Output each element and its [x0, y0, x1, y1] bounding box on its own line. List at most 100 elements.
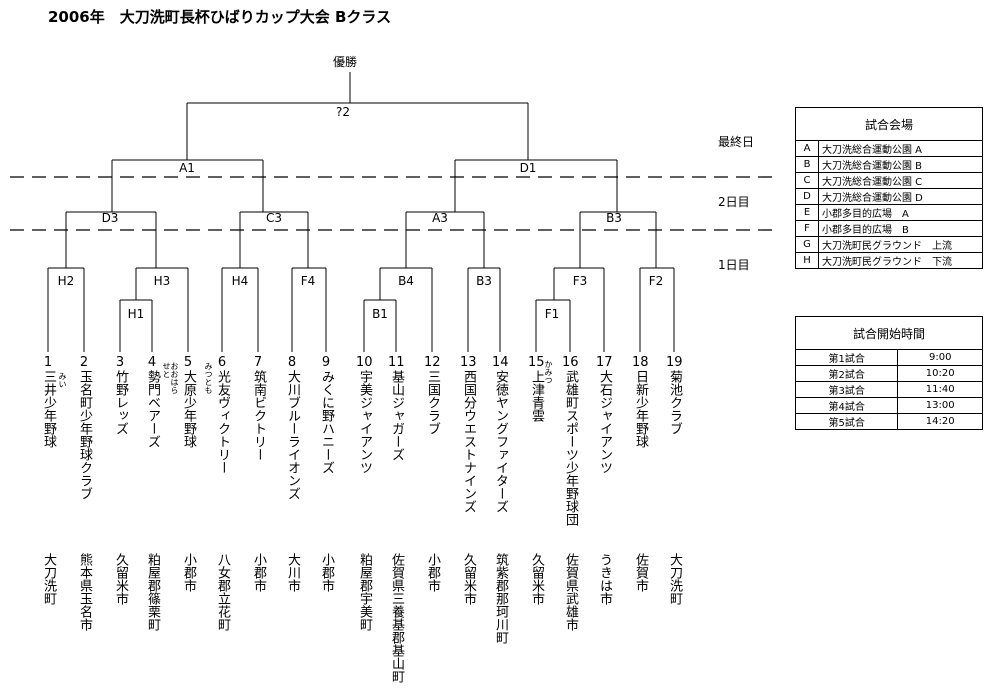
match-label-d3: D3 [102, 211, 119, 225]
team-city: 佐賀県三養基郡基山町 [389, 553, 404, 683]
team-city: 熊本県玉名市 [77, 553, 92, 631]
match-label-b3-first: B3 [476, 274, 492, 288]
team-furigana: おおはら [170, 362, 179, 394]
team-city: 粕屋郡篠栗町 [145, 553, 160, 631]
team-furigana: せと [162, 362, 171, 378]
venue-name: 小郡多目的広場 A [818, 204, 983, 221]
venue-name: 大刀洗総合運動公園 B [818, 156, 983, 173]
team-number: 1 [43, 355, 53, 370]
team-city: 佐賀県武雄市 [563, 553, 578, 631]
venue-code: F [795, 220, 819, 237]
venue-name: 大刀洗町民グラウンド 下流 [818, 252, 983, 269]
team-name: 三井少年野球 [41, 370, 56, 448]
venue-name: 大刀洗町民グラウンド 上流 [818, 236, 983, 253]
game-label: 第4試合 [794, 397, 899, 414]
team-number: 4 [147, 355, 157, 370]
match-label-f1: F1 [545, 307, 560, 321]
page-title: 2006年 大刀洗町長杯ひばりカップ大会 Bクラス [48, 8, 392, 26]
game-label: 第3試合 [794, 381, 899, 398]
team-number: 6 [217, 355, 227, 370]
team-number: 3 [115, 355, 125, 370]
venue-code: A [795, 140, 819, 157]
team-city: うきは市 [597, 553, 612, 605]
team-city: 久留米市 [529, 553, 544, 605]
team-name: 勢門ベアーズ [145, 370, 160, 448]
venue-code: D [795, 188, 819, 205]
team-number: 8 [287, 355, 297, 370]
team-name: 光友ヴィクトリー [215, 370, 230, 474]
team-name: 宇美ジャイアンツ [357, 370, 372, 474]
team-number: 14 [492, 355, 509, 370]
match-label-a3: A3 [432, 211, 448, 225]
team-city: 小郡市 [319, 553, 334, 592]
team-city: 粕屋郡宇美町 [357, 553, 372, 631]
match-label-f4: F4 [301, 274, 316, 288]
team-city: 筑紫郡那珂川町 [493, 553, 508, 644]
team-city: 大川市 [285, 553, 300, 592]
team-name: 菊池クラブ [667, 370, 682, 435]
team-city: 小郡市 [181, 553, 196, 592]
team-name: 基山ジャガーズ [389, 370, 404, 461]
team-name: 安徳ヤングファイターズ [493, 370, 508, 513]
team-number: 16 [562, 355, 579, 370]
venue-name: 大刀洗総合運動公園 D [818, 188, 983, 205]
match-label-h4: H4 [232, 274, 249, 288]
team-furigana: みい [58, 372, 67, 388]
team-name: 上津青雲 [529, 370, 544, 422]
start-time-table-title: 試合開始時間 [795, 316, 983, 350]
team-number: 13 [460, 355, 477, 370]
team-number: 10 [356, 355, 373, 370]
venue-code: G [795, 236, 819, 253]
match-label-h1: H1 [128, 307, 145, 321]
team-name: 竹野レッズ [113, 370, 128, 435]
team-number: 9 [321, 355, 331, 370]
team-city: 佐賀市 [633, 553, 648, 592]
venue-code: B [795, 156, 819, 173]
match-label-b3: B3 [606, 211, 622, 225]
game-time: 10:20 [897, 365, 983, 382]
team-furigana: みつとも [204, 362, 213, 394]
game-label: 第2試合 [794, 365, 899, 382]
team-name: 筑南ビクトリー [251, 370, 266, 461]
team-city: 小郡市 [425, 553, 440, 592]
team-name: 武雄町スポーツ少年野球団 [563, 370, 578, 526]
team-name: 大原少年野球 [181, 370, 196, 448]
team-city: 小郡市 [251, 553, 266, 592]
match-label-final: ?2 [336, 105, 350, 119]
team-number: 11 [388, 355, 405, 370]
game-time: 9:00 [897, 349, 983, 366]
champion-label: 優勝 [333, 54, 357, 69]
match-label-a1: A1 [179, 161, 195, 175]
team-name: 大石ジャイアンツ [597, 370, 612, 474]
venue-name: 大刀洗総合運動公園 C [818, 172, 983, 189]
venue-code: H [795, 252, 819, 269]
match-label-b1: B1 [372, 307, 388, 321]
team-number: 5 [183, 355, 193, 370]
game-time: 14:20 [897, 413, 983, 430]
game-time: 13:00 [897, 397, 983, 414]
venue-code: C [795, 172, 819, 189]
match-label-c3: C3 [266, 211, 282, 225]
venue-code: E [795, 204, 819, 221]
team-number: 12 [424, 355, 441, 370]
game-label: 第1試合 [794, 349, 899, 366]
team-name: 日新少年野球 [633, 370, 648, 448]
day-label-day1: 1日目 [718, 258, 750, 272]
team-name: 大川ブルーライオンズ [285, 370, 300, 500]
match-label-h3: H3 [154, 274, 171, 288]
team-name: 西国分ウエストナインズ [461, 370, 476, 513]
day-label-final: 最終日 [718, 135, 755, 149]
